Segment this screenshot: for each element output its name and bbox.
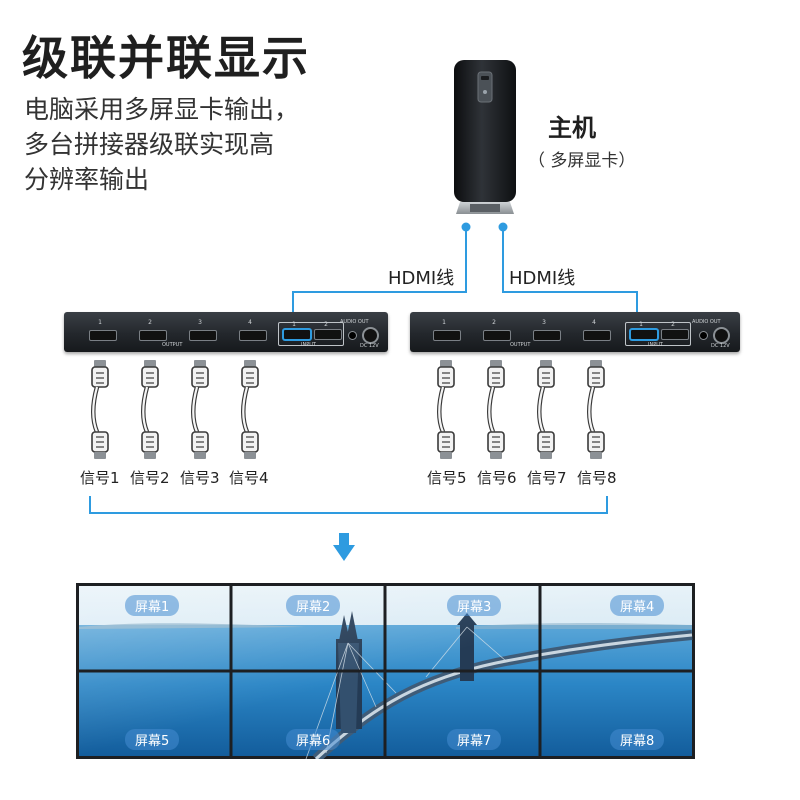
hdmi-cable-icon [588,360,604,459]
signal-label: 信号2 [130,469,170,487]
hdmi-cable-icon [192,360,208,459]
host-label: 主机 [548,114,596,142]
description: 电脑采用多屏显卡输出， 多台拼接器级联实现高 分辨率输出 [24,92,354,197]
port-number: 2 [148,319,152,326]
signal-label: 信号5 [427,469,467,487]
splitter-left: 1 2 3 4 OUTPUT 1 2 INPUT AUDIO OUT DC 12… [64,312,388,352]
port-number: 1 [98,319,102,326]
audio-out-jack [699,331,708,340]
port-number: 3 [198,319,202,326]
hdmi-output-port [433,330,461,341]
port-number: 3 [542,319,546,326]
screen-label: 屏幕3 [447,595,502,616]
port-number: 4 [592,319,596,326]
input-tag: INPUT [648,342,663,348]
port-number: 1 [292,321,296,328]
hdmi-input-port [630,329,658,340]
port-number: 1 [442,319,446,326]
input-section: 1 2 INPUT [278,321,344,348]
screen-label: 屏幕5 [125,729,180,750]
description-line: 多台拼接器级联实现高 [24,130,275,159]
hdmi-cable-icon [242,360,258,459]
audio-out-jack [348,331,357,340]
signal-bracket [89,496,608,514]
host-sublabel: （ 多屏显卡） [528,151,636,171]
hdmi-cable-icon [438,360,454,459]
signal-label: 信号4 [229,469,269,487]
port-number: 4 [248,319,252,326]
hdmi-cable-icon [92,360,108,459]
screen-label: 屏幕1 [125,595,180,616]
signal-label: 信号6 [477,469,517,487]
signal-label: 信号7 [527,469,567,487]
port-number: 2 [492,319,496,326]
hdmi-output-port [583,330,611,341]
hdmi-input-port [283,329,311,340]
signal-label: 信号8 [577,469,617,487]
description-line: 分辨率输出 [24,165,150,194]
input-section: 1 2 INPUT [625,321,691,348]
hdmi-input-port [661,329,689,340]
cable-label-right: HDMI线 [509,268,576,289]
port-number: 1 [639,321,643,328]
output-tag: OUTPUT [162,342,183,348]
audio-tag: AUDIO OUT [692,319,721,325]
dc-tag: DC 12V [360,343,379,349]
port-number: 2 [671,321,675,328]
cable-label-left: HDMI线 [388,268,455,289]
video-wall [76,583,695,759]
cable-endpoint-left [461,222,471,232]
hdmi-input-port [314,329,342,340]
screen-label: 屏幕7 [447,729,502,750]
port-number: 2 [324,321,328,328]
screen-label: 屏幕6 [286,729,341,750]
hdmi-cable-icon [538,360,554,459]
signal-label: 信号3 [180,469,220,487]
hdmi-cable-right [502,228,638,328]
dc-tag: DC 12V [711,343,730,349]
hdmi-cable-icon [488,360,504,459]
hdmi-output-port [189,330,217,341]
output-tag: OUTPUT [510,342,531,348]
signal-label: 信号1 [80,469,120,487]
hdmi-output-port [239,330,267,341]
hdmi-cable-left [292,228,467,328]
hdmi-output-port [89,330,117,341]
hdmi-output-port [139,330,167,341]
description-line: 电脑采用多屏显卡输出， [24,95,300,124]
input-tag: INPUT [301,342,316,348]
screen-label: 屏幕8 [610,729,665,750]
splitter-right: 1 2 3 4 OUTPUT 1 2 INPUT AUDIO OUT DC 12… [410,312,740,352]
host-pc [454,60,516,214]
screen-label: 屏幕4 [610,595,665,616]
cable-endpoint-right [498,222,508,232]
screen-label: 屏幕2 [286,595,341,616]
hdmi-output-port [533,330,561,341]
page-title: 级联并联显示 [22,31,310,85]
dc-power-jack [362,327,379,344]
hdmi-cable-icon [142,360,158,459]
dc-power-jack [713,327,730,344]
audio-tag: AUDIO OUT [340,319,369,325]
down-arrow-icon [333,533,355,561]
hdmi-output-port [483,330,511,341]
